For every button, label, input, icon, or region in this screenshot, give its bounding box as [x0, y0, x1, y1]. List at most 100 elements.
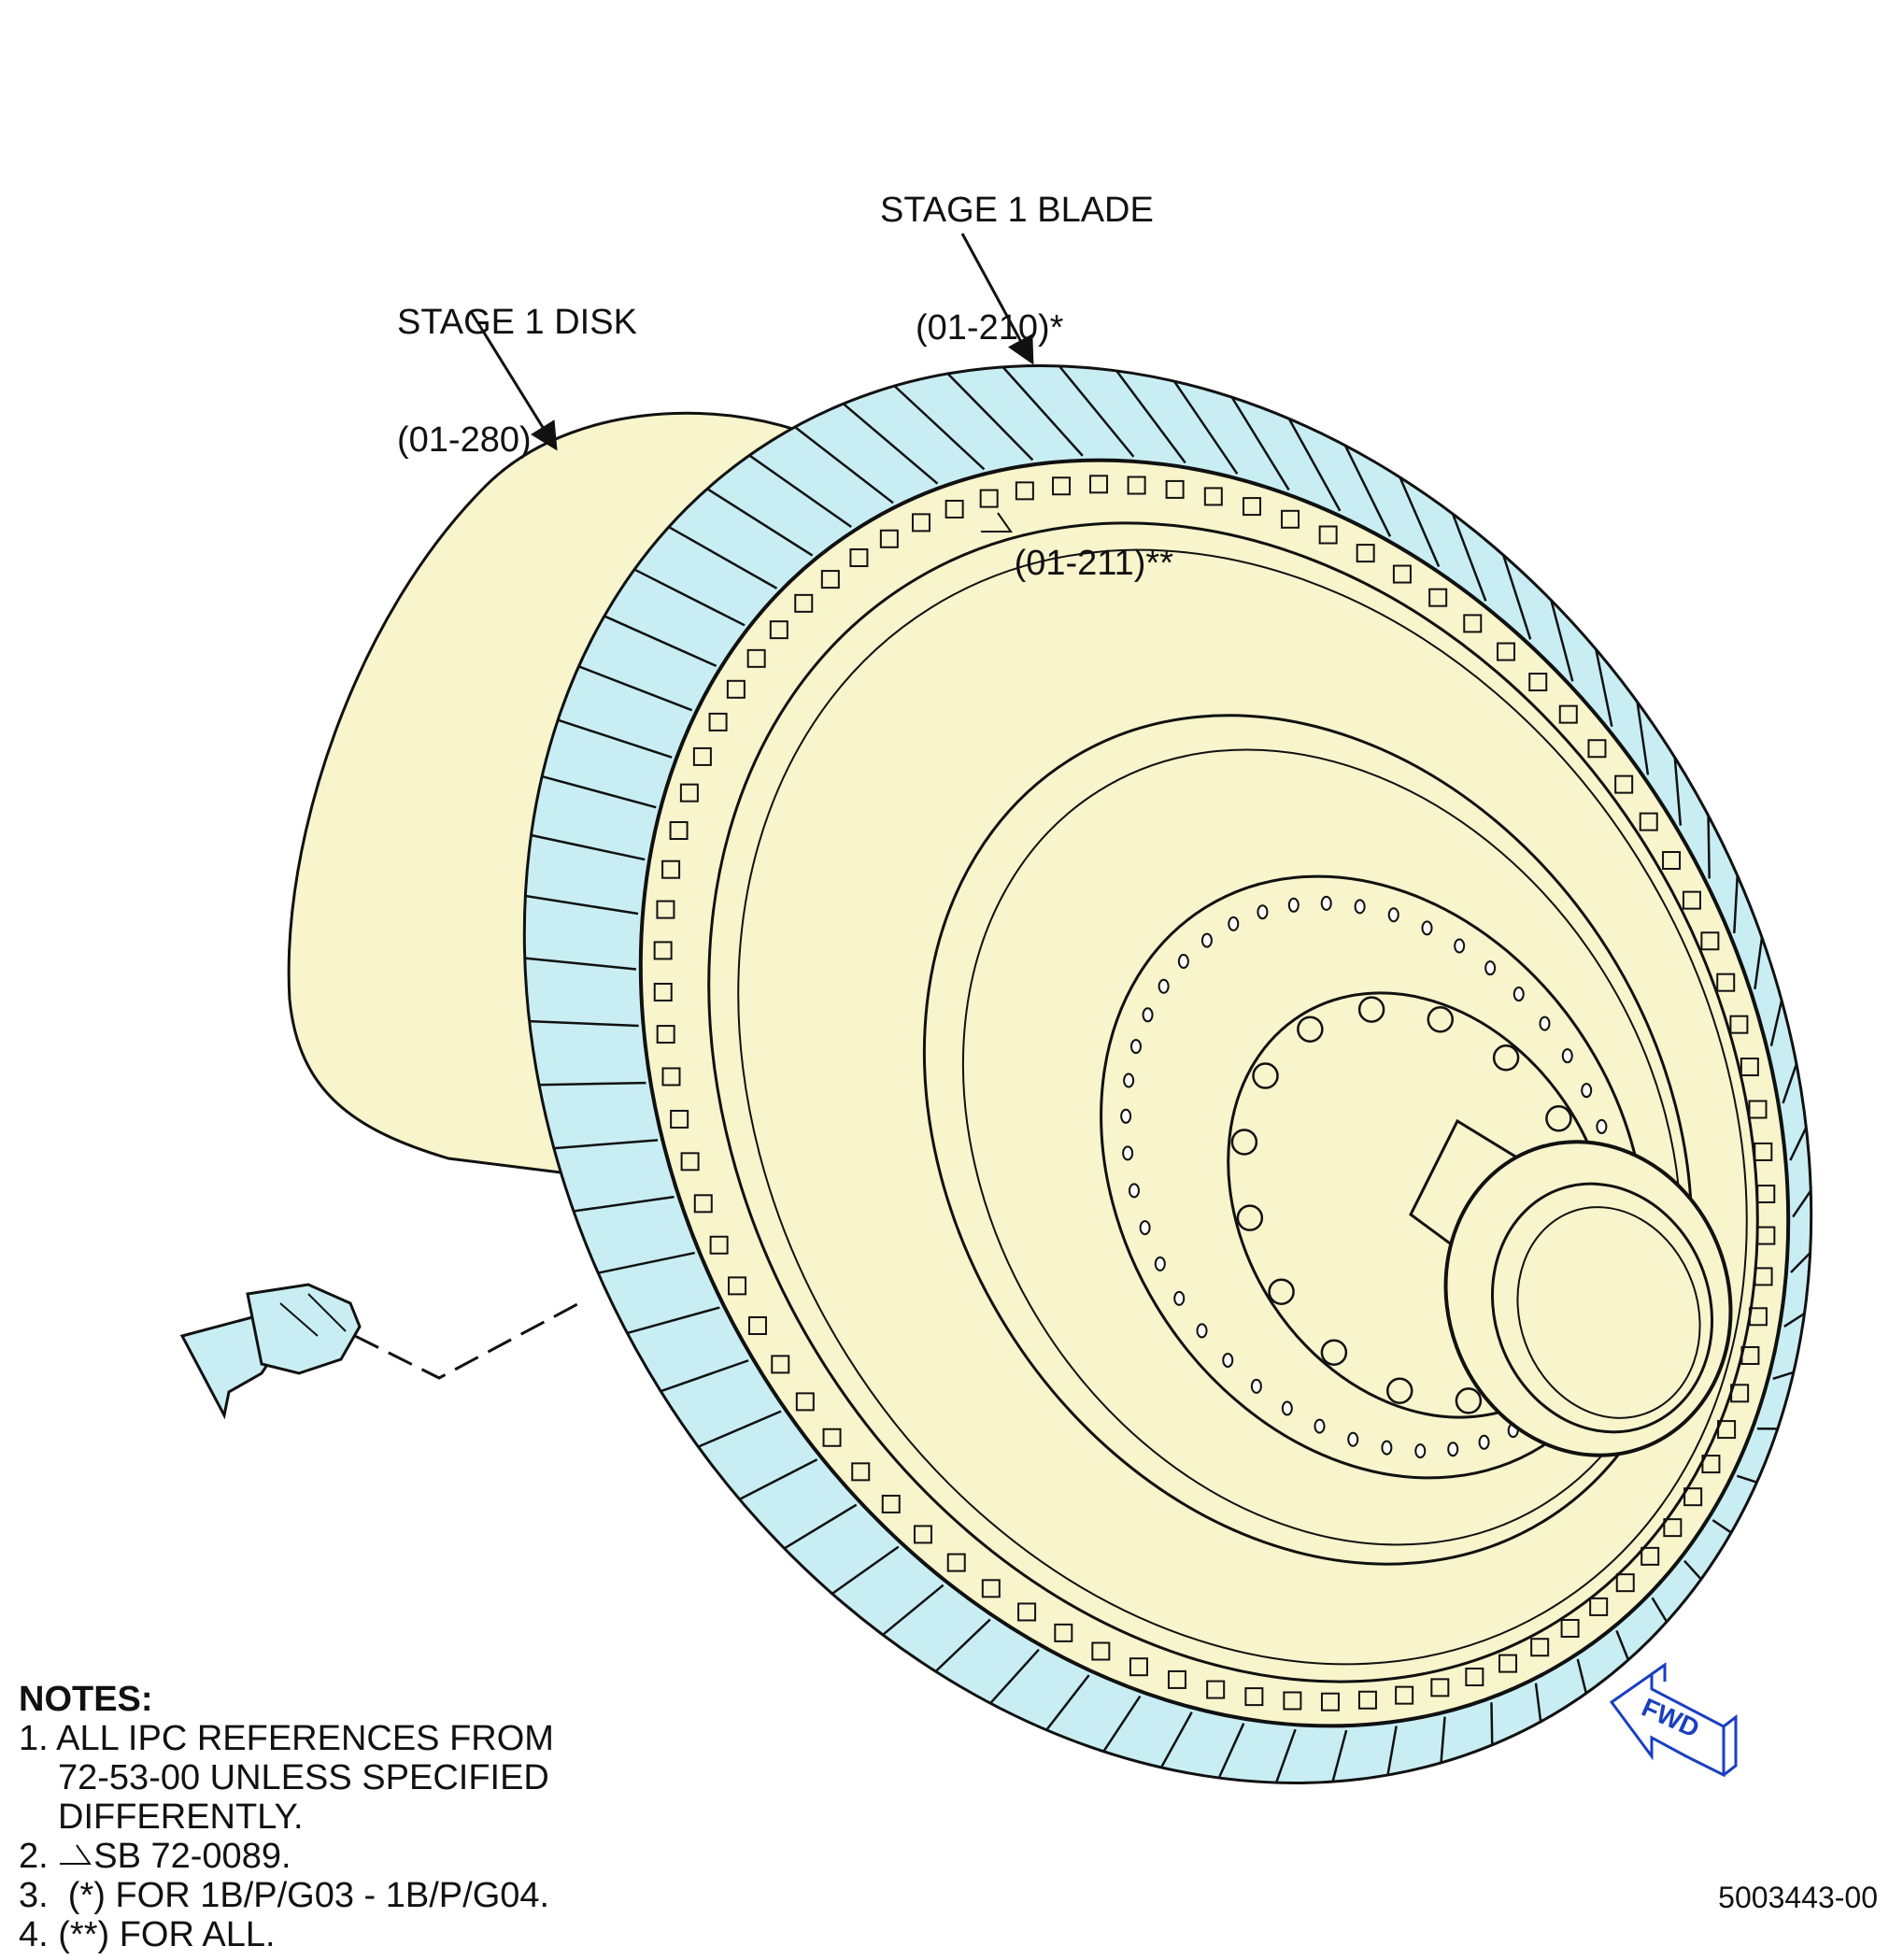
blade-outline [604, 615, 717, 668]
firtree-slot [1392, 564, 1412, 584]
firtree-slot [1756, 1185, 1776, 1204]
blade-outline [1673, 757, 1683, 826]
blade-callout-ref1: (01-210)* [916, 308, 1064, 348]
bolt-head [1320, 1339, 1348, 1366]
document-number: 5003443-00 [1718, 1881, 1878, 1914]
web-hole [1484, 960, 1497, 976]
blade-outline [539, 1081, 646, 1087]
blade-outline [1343, 445, 1392, 537]
bolt-head [1230, 1129, 1258, 1156]
firtree-slot [1589, 1597, 1609, 1616]
blade-outline [557, 718, 673, 759]
web-hole [1478, 1434, 1490, 1450]
web-hole [1173, 1290, 1186, 1306]
blade-outline [934, 1618, 991, 1673]
firtree-slot [1528, 673, 1548, 692]
blade-outline [1287, 418, 1342, 512]
firtree-slot [1129, 1657, 1148, 1677]
web-hole [1561, 1048, 1573, 1064]
blade-outline [660, 1359, 749, 1393]
web-hole [1354, 899, 1366, 915]
web-hole [1129, 1039, 1142, 1055]
blade-outline [1115, 370, 1186, 464]
notes-title: NOTES: [19, 1680, 153, 1719]
note-1-cont2: DIFFERENTLY. [58, 1797, 304, 1837]
installation-path-line [354, 1301, 580, 1380]
blade-callout: STAGE 1 BLADE (01-210)* (01-211)** [880, 112, 1173, 661]
web-hole [1596, 1118, 1608, 1134]
note-4: 4. (**) FOR ALL. [19, 1915, 276, 1954]
web-hole [1454, 938, 1466, 954]
notes-block: NOTES: 1. ALL IPC REFERENCES FROM 72-53-… [19, 1680, 554, 1954]
firtree-slot [726, 679, 746, 699]
blade-outline [553, 1139, 659, 1150]
blade-outline [1058, 365, 1135, 458]
blade-outline [1490, 1702, 1494, 1745]
firtree-slot [1754, 1267, 1773, 1286]
blade-outline [1636, 702, 1650, 775]
web-hole [1128, 1183, 1140, 1199]
firtree-slot [1716, 973, 1736, 992]
disk-leader-line [470, 312, 558, 451]
firtree-slot [944, 499, 964, 518]
blade-outline [893, 385, 986, 471]
firtree-slot [1463, 614, 1483, 633]
blade-outline [1772, 1371, 1795, 1381]
firtree-slot [1395, 1685, 1414, 1705]
firtree-slot [680, 1152, 700, 1172]
firtree-slot [1498, 1654, 1518, 1673]
blade-outline [739, 1458, 818, 1500]
web-hole [1539, 1016, 1551, 1031]
firtree-slot [820, 570, 840, 589]
web-hole [1257, 904, 1269, 920]
web-hole [1177, 954, 1189, 970]
firtree-slot [794, 593, 814, 613]
firtree-slot [1700, 931, 1720, 951]
blade-outline [1754, 937, 1764, 990]
web-hole [1158, 978, 1170, 994]
blade-outline [1230, 396, 1290, 491]
blade-outline [882, 1584, 944, 1636]
firtree-slot [1558, 704, 1578, 724]
blade-outline [1159, 1711, 1193, 1768]
web-hole [1200, 932, 1213, 948]
blade-outline [573, 1195, 675, 1213]
firtree-slot [669, 821, 689, 841]
firtree-slot [708, 712, 728, 731]
web-hole [1122, 1145, 1134, 1161]
blade-outline [578, 665, 693, 712]
firtree-slot [1683, 1487, 1703, 1507]
firtree-slot [1430, 1678, 1450, 1697]
bolt-head [1297, 1016, 1324, 1043]
blade-outline [627, 1306, 720, 1335]
blade-outline [1001, 366, 1084, 457]
firtree-slot [1748, 1100, 1768, 1119]
web-hole [1196, 1323, 1208, 1339]
firtree-slot [769, 620, 788, 640]
firtree-slot [795, 1392, 815, 1412]
firtree-slot [661, 1067, 681, 1087]
blade-outline [794, 426, 894, 504]
firtree-slot [1756, 1226, 1776, 1245]
blade-outline [541, 774, 657, 809]
firtree-slot [1127, 476, 1146, 495]
blade-outline [1707, 816, 1711, 879]
firtree-slot [881, 1494, 901, 1513]
blade-outline [1386, 1726, 1398, 1776]
blade-outline [831, 1545, 900, 1595]
blade-outline [1331, 1729, 1348, 1782]
blade-outline [1550, 600, 1574, 682]
web-hole [1250, 1378, 1262, 1394]
blade-outline [1736, 1474, 1757, 1484]
firtree-slot [1054, 1623, 1073, 1642]
blade-outline [1501, 554, 1532, 640]
blade-outline [531, 833, 646, 861]
blade-outline [1792, 1189, 1812, 1218]
firtree-slot [1614, 774, 1634, 794]
firtree-slot [1754, 1142, 1773, 1161]
firtree-slot [1465, 1668, 1484, 1687]
firtree-slot [1320, 1692, 1340, 1711]
firtree-slot [1091, 1641, 1111, 1661]
firtree-slot [693, 1194, 713, 1214]
firtree-slot [911, 513, 930, 533]
